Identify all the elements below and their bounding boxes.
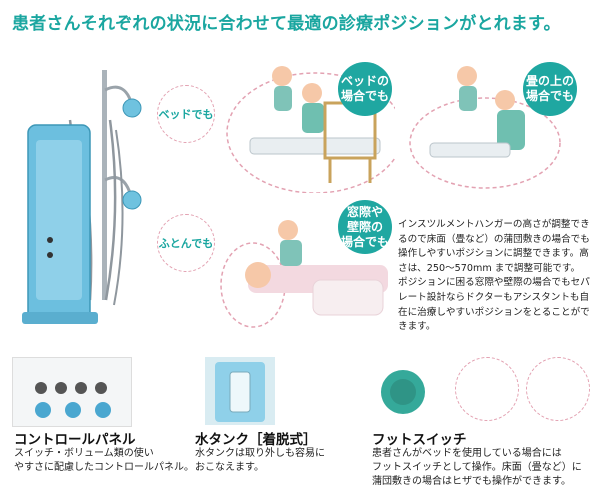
feature-title-foot-switch: フットスイッチ — [372, 432, 467, 448]
dental-unit-illustration — [22, 70, 142, 324]
foot-switch-use-photo-2 — [526, 357, 590, 421]
feature-text-water-tank: 水タンクは取り外しも容易に おこなえます。 — [195, 448, 325, 473]
feature-text-foot-switch: 患者さんがベッドを使用している場合には フットスイッチとして操作。床面（畳など）… — [372, 448, 582, 487]
window-scene-illustration — [220, 220, 388, 328]
feature-title-control-panel: コントロールパネル — [14, 432, 136, 448]
tag-bed: ベッドでも — [157, 85, 215, 143]
badge-bed: ベッドの 場合でも — [338, 62, 392, 116]
foot-switch-photo — [368, 357, 438, 417]
feature-text-control-panel: スイッチ・ボリューム類の使い やすさに配慮したコントロールパネル。 — [14, 448, 194, 473]
page-headline: 患者さんそれぞれの状況に合わせて最適の診療ポジションがとれます。 — [12, 14, 561, 34]
feature-title-water-tank: 水タンク［着脱式］ — [195, 432, 317, 448]
bed-scene-illustration — [226, 66, 395, 193]
description-text: インスツルメントハンガーの高さが調整できるので床面（畳など）の蒲団敷きの場合でも… — [398, 219, 590, 333]
badge-tatami: 畳の上の 場合でも — [523, 62, 577, 116]
control-panel-photo — [12, 357, 132, 427]
water-tank-photo — [205, 357, 275, 425]
tag-futon: ふとんでも — [157, 214, 215, 272]
tatami-scene-illustration — [409, 66, 561, 189]
badge-window: 窓際や 壁際の 場合でも — [338, 200, 392, 254]
foot-switch-use-photo-1 — [455, 357, 519, 421]
